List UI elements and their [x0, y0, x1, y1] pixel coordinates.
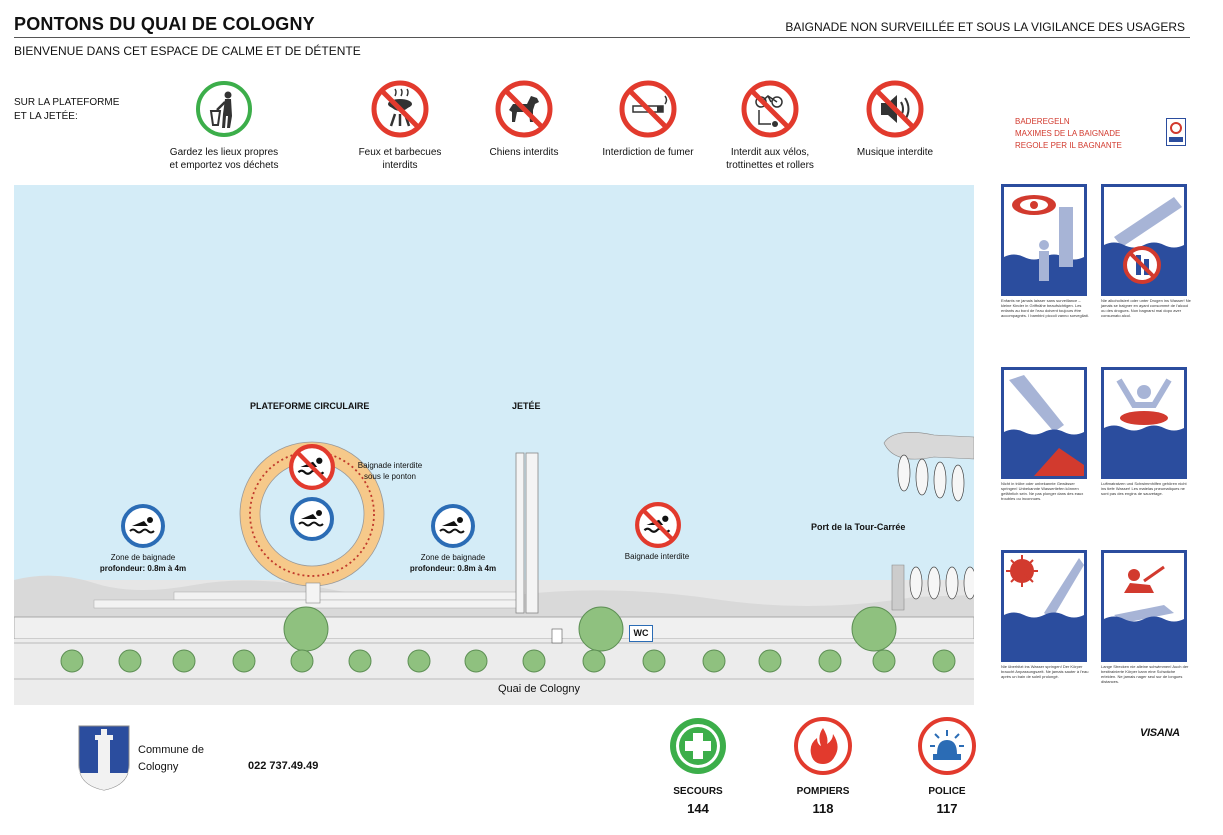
emergency-pompiers-label: POMPIERS — [796, 786, 850, 797]
rule-no-dogs-text: Chiens interdits — [489, 147, 559, 158]
emergency-secours-number: 144 — [687, 801, 709, 816]
cologny-coat-of-arms — [78, 725, 130, 791]
emergency-secours: SECOURS 144 — [658, 716, 738, 816]
rules-section-label-line2: ET LA JETÉE: — [14, 111, 78, 122]
panel-no-solo-long-swim-text: Lange Strecken nie alleine schwimmen! Au… — [1101, 664, 1189, 684]
rules-section-label-line1: SUR LA PLATEFORME — [14, 97, 120, 108]
rule-no-fire: Feux et barbecues interdits — [330, 80, 470, 172]
site-map-drawing — [14, 432, 974, 705]
fire-icon — [794, 717, 852, 775]
panel-no-solo-long-swim — [1101, 550, 1187, 662]
jetty-label: JETÉE — [512, 401, 541, 411]
rule-no-bikes: Interdit aux vélos, trottinettes et roll… — [700, 80, 840, 172]
panel-supervise-children — [1001, 184, 1087, 296]
panel-no-overheated-jump-text: Nie überhitzt ins Wasser springen! Der K… — [1001, 664, 1089, 679]
emergency-secours-label: SECOURS — [673, 786, 723, 797]
trash-bin-icon — [196, 81, 252, 137]
rules-section-label: SUR LA PLATEFORME ET LA JETÉE: — [14, 96, 119, 124]
supervision-notice: BAIGNADE NON SURVEILLÉE ET SOUS LA VIGIL… — [785, 20, 1185, 34]
rule-no-music: Musique interdite — [825, 80, 965, 159]
medical-cross-icon — [670, 718, 726, 774]
swim-zone-left-label-2: profondeur: 0.8m à 4m — [99, 564, 187, 573]
page-subtitle: BIENVENUE DANS CET ESPACE DE CALME ET DE… — [14, 44, 361, 58]
port-label: Port de la Tour-Carrée — [811, 522, 906, 532]
no-smoking-icon — [619, 80, 677, 138]
emergency-pompiers-number: 118 — [812, 801, 834, 816]
bathing-rules-it: REGOLE PER IL BAGNANTE — [1015, 141, 1122, 150]
no-dogs-icon — [495, 80, 553, 138]
police-siren-icon — [918, 717, 976, 775]
rule-no-smoking-text: Interdiction de fumer — [602, 147, 694, 158]
header-divider — [14, 37, 1190, 38]
emergency-pompiers: POMPIERS 118 — [783, 716, 863, 816]
commune-phone: 022 737.49.49 — [248, 760, 319, 772]
rule-no-fire-text-2: interdits — [382, 160, 418, 171]
rule-clean-text-2: et emportez vos déchets — [169, 160, 279, 171]
swim-zone-left-icon — [121, 504, 165, 548]
commune-name-line1: Commune de — [138, 744, 205, 756]
rule-clean-text-1: Gardez les lieux propres — [169, 147, 279, 158]
wc-marker: WC — [629, 625, 653, 642]
swim-zone-right-label: Zone de baignade profondeur: 0.8m à 4m — [398, 552, 508, 574]
commune-name-line2: Cologny — [138, 761, 179, 773]
no-swim-icon — [635, 502, 681, 548]
no-swim-ponton-icon — [289, 444, 335, 490]
no-swim-ponton-label-2: sous le ponton — [363, 472, 417, 481]
no-swim-ponton-label-1: Baignade interdite — [357, 461, 423, 470]
no-barbecue-icon — [371, 80, 429, 138]
no-swim-ponton-label: Baignade interdite sous le ponton — [344, 460, 436, 482]
visana-logo: VISANA — [1140, 727, 1180, 739]
bathing-rules-fr: MAXIMES DE LA BAIGNADE — [1015, 129, 1121, 138]
emergency-police-label: POLICE — [928, 786, 966, 797]
rule-clean: Gardez les lieux propres et emportez vos… — [154, 80, 294, 172]
panel-supervise-children-text: Enfants ne jamais laisser sans surveilla… — [1001, 298, 1089, 318]
page-title: PONTONS DU QUAI DE COLOGNY — [14, 14, 315, 34]
swim-zone-center-icon — [290, 497, 334, 541]
panel-no-overheated-jump — [1001, 550, 1087, 662]
panel-no-floats-deep-text: Luftmatratzen und Schwimmhilfen gehören … — [1101, 481, 1187, 496]
swim-zone-left-label: Zone de baignade profondeur: 0.8m à 4m — [88, 552, 198, 574]
panel-no-alcohol-text: Nie alkoholisiert oder unter Drogen ins … — [1101, 298, 1191, 318]
rule-no-fire-text-1: Feux et barbecues — [358, 147, 442, 158]
no-music-icon — [866, 80, 924, 138]
swim-zone-right-label-2: profondeur: 0.8m à 4m — [409, 564, 497, 573]
commune-name: Commune de Cologny — [138, 742, 204, 776]
panel-no-floats-deep — [1101, 367, 1187, 479]
swim-zone-right-label-1: Zone de baignade — [420, 553, 486, 562]
panel-no-diving-unknown-text: Nicht in trübe oder unbekannte Gewässer … — [1001, 481, 1084, 501]
site-map: PLATEFORME CIRCULAIRE JETÉE Baignade int… — [14, 185, 974, 705]
rule-no-smoking: Interdiction de fumer — [578, 80, 718, 159]
rule-no-dogs: Chiens interdits — [454, 80, 594, 159]
no-bikes-icon — [741, 80, 799, 138]
bathing-rules-heading: BADEREGELN MAXIMES DE LA BAIGNADE REGOLE… — [1015, 116, 1122, 152]
swim-zone-left-label-1: Zone de baignade — [110, 553, 176, 562]
quay-label: Quai de Cologny — [498, 683, 580, 695]
panel-no-diving-unknown — [1001, 367, 1087, 479]
rule-no-bikes-text-2: trottinettes et rollers — [726, 160, 814, 171]
no-swim-label: Baignade interdite — [624, 552, 690, 561]
swim-zone-right-icon — [431, 504, 475, 548]
rule-no-bikes-text-1: Interdit aux vélos, — [730, 147, 810, 158]
bathing-rules-de: BADEREGELN — [1015, 117, 1070, 126]
platform-label: PLATEFORME CIRCULAIRE — [250, 401, 370, 411]
panel-no-alcohol — [1101, 184, 1187, 296]
emergency-police-number: 117 — [936, 801, 958, 816]
emergency-police: POLICE 117 — [907, 716, 987, 816]
rule-no-music-text: Musique interdite — [856, 147, 934, 158]
sls-logo — [1166, 118, 1186, 146]
